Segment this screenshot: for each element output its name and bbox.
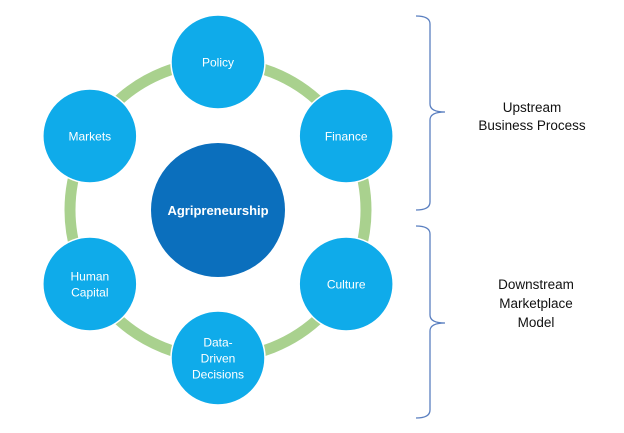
node-circle [298,236,394,332]
node-markets: Markets [42,88,138,184]
node-circle [42,88,138,184]
node-label: Decisions [192,368,244,382]
node-circle [170,310,266,406]
node-label: Finance [325,130,368,144]
group-label-upstream-line2: Business Process [478,118,586,133]
group-label-downstream-line3: Model [518,315,555,330]
node-circle [170,14,266,110]
group-label-upstream-line1: Upstream [503,100,562,115]
node-label: Policy [202,56,234,70]
node-circle [298,88,394,184]
center-label: Agripreneurship [167,203,268,218]
group-label-downstream-line1: Downstream [498,277,574,292]
group-label-downstream-line2: Marketplace [499,296,573,311]
node-culture: Culture [298,236,394,332]
node-label: Driven [201,352,236,366]
node-label: Markets [68,130,111,144]
center-circle [151,143,285,277]
node-finance: Finance [298,88,394,184]
node-label: Culture [327,278,366,292]
node-policy: Policy [170,14,266,110]
node-label: Capital [71,286,108,300]
node-circle [42,236,138,332]
node-label: Human [70,270,109,284]
bracket-upstream [415,15,446,211]
bracket-downstream [415,225,446,419]
node-label: Data- [203,336,232,350]
